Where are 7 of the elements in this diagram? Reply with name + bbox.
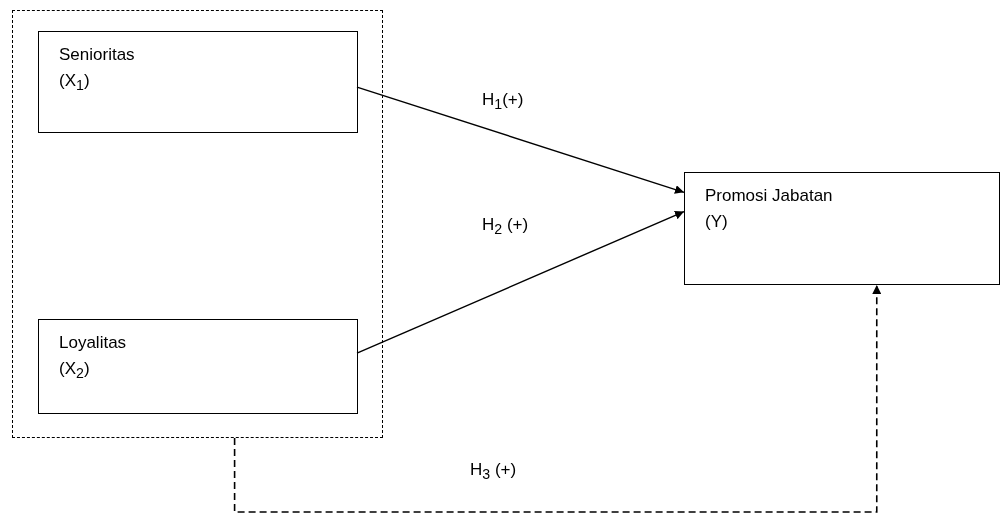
variable-box	[684, 172, 1000, 285]
variable-box	[38, 319, 358, 414]
dashed-group-box	[12, 10, 383, 438]
variable-box	[38, 31, 358, 133]
variable-label: Loyalitas (X$_{2}$)	[59, 332, 128, 384]
variable-label: Promosi Jabatan (Y)	[705, 185, 834, 233]
variable-label: Senioritas (X$_{1}$)	[59, 44, 136, 96]
